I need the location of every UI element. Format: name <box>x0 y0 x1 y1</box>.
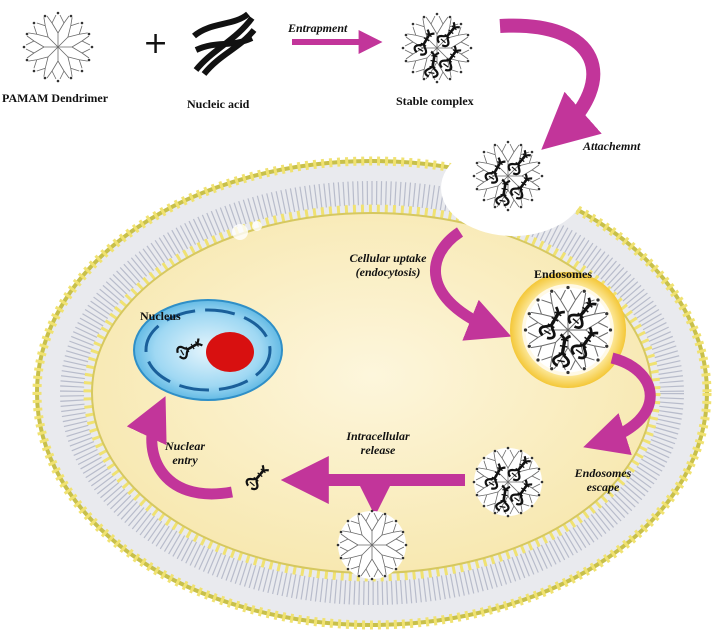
arrow-icon <box>430 227 512 341</box>
nucleus-icon <box>133 299 283 401</box>
stable-complex-label: Stable complex <box>396 94 474 108</box>
endosomes-label: Endosomes <box>534 267 593 281</box>
arrow-icon <box>583 352 656 456</box>
nuclear-entry-label: Nuclear entry <box>160 439 210 468</box>
attachment-label: Attachemnt <box>583 139 641 153</box>
intracellular-release-line2: release <box>360 442 396 457</box>
dendrimer-icon <box>22 11 94 83</box>
cellular-uptake-line1: Cellular uptake <box>349 251 427 265</box>
intracellular-release-label: Intracellular release <box>340 429 416 458</box>
escaped-complex-icon <box>473 447 544 518</box>
vesicle <box>252 221 262 231</box>
dna-icon <box>192 11 257 76</box>
cellular-uptake-line2: (endocytosis) <box>355 264 421 279</box>
arrow-icon <box>499 18 602 150</box>
pamam-dendrimer-label: PAMAM Dendrimer <box>2 91 109 105</box>
endosomes-escape-line1: Endosomes <box>574 466 632 480</box>
nuclear-entry-line2: entry <box>172 452 198 467</box>
nuclear-entry-line1: Nuclear <box>165 439 205 453</box>
entrapment-label: Entrapment <box>288 21 348 35</box>
vesicle <box>232 224 248 240</box>
plus-sign: + <box>143 26 169 61</box>
stable-complex-icon <box>402 13 473 84</box>
endosomes-escape-label: Endosomes escape <box>570 466 636 495</box>
attached-complex-icon <box>473 141 544 212</box>
arrow-icon <box>126 396 233 500</box>
nucleus-label: Nucleus <box>140 309 181 323</box>
endosome-icon <box>510 272 626 388</box>
endosomes-escape-line2: escape <box>586 479 620 494</box>
released-dendrimer-icon <box>336 509 408 581</box>
cellular-uptake-label: Cellular uptake (endocytosis) <box>348 251 428 280</box>
intracellular-release-line1: Intracellular <box>346 429 410 443</box>
nucleic-acid-label: Nucleic acid <box>187 97 250 111</box>
